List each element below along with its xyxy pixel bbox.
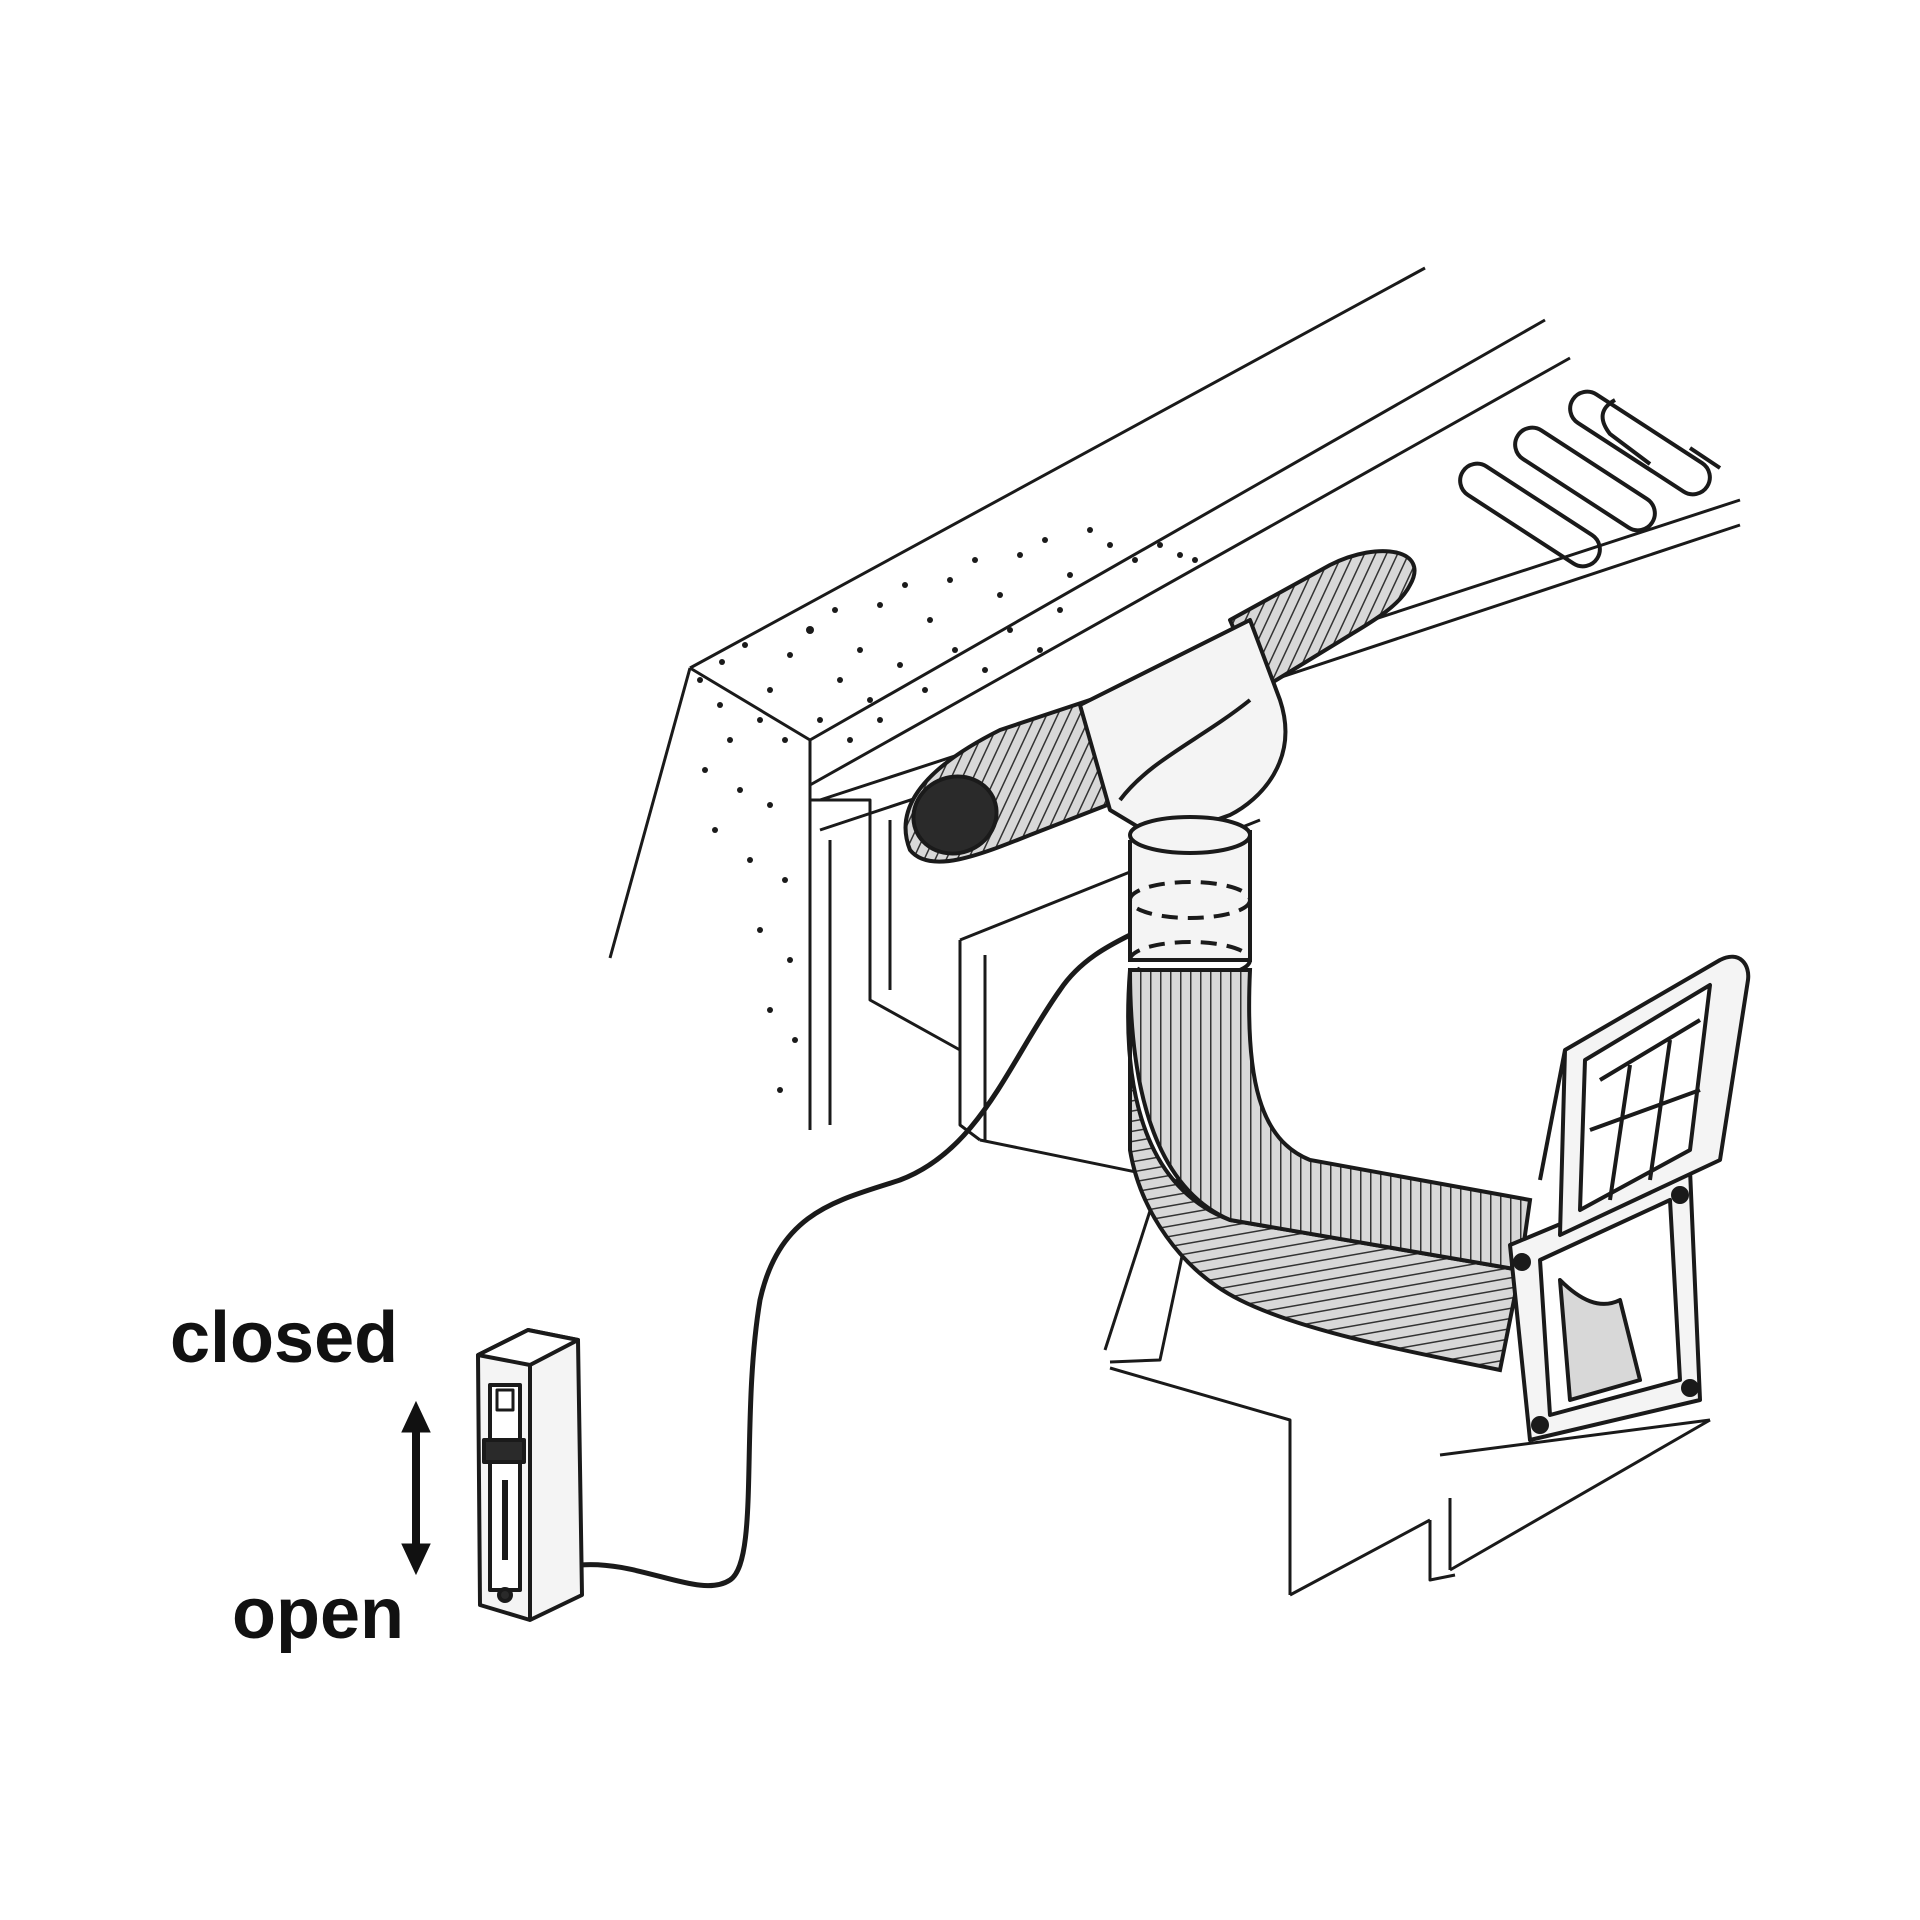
- control-cable: [579, 932, 1132, 1589]
- vent-slots: [1458, 389, 1722, 569]
- control-switch: [476, 1328, 584, 1622]
- label-open: open: [232, 1574, 404, 1654]
- vent-outlet: [1508, 954, 1751, 1442]
- vertical-pipe: [1128, 815, 1252, 980]
- flex-hose: [1126, 968, 1533, 1373]
- surface-speckles: [697, 527, 1198, 1093]
- label-closed: closed: [170, 1298, 399, 1378]
- open-close-arrow: [401, 1400, 431, 1576]
- upper-duct: [903, 549, 1417, 864]
